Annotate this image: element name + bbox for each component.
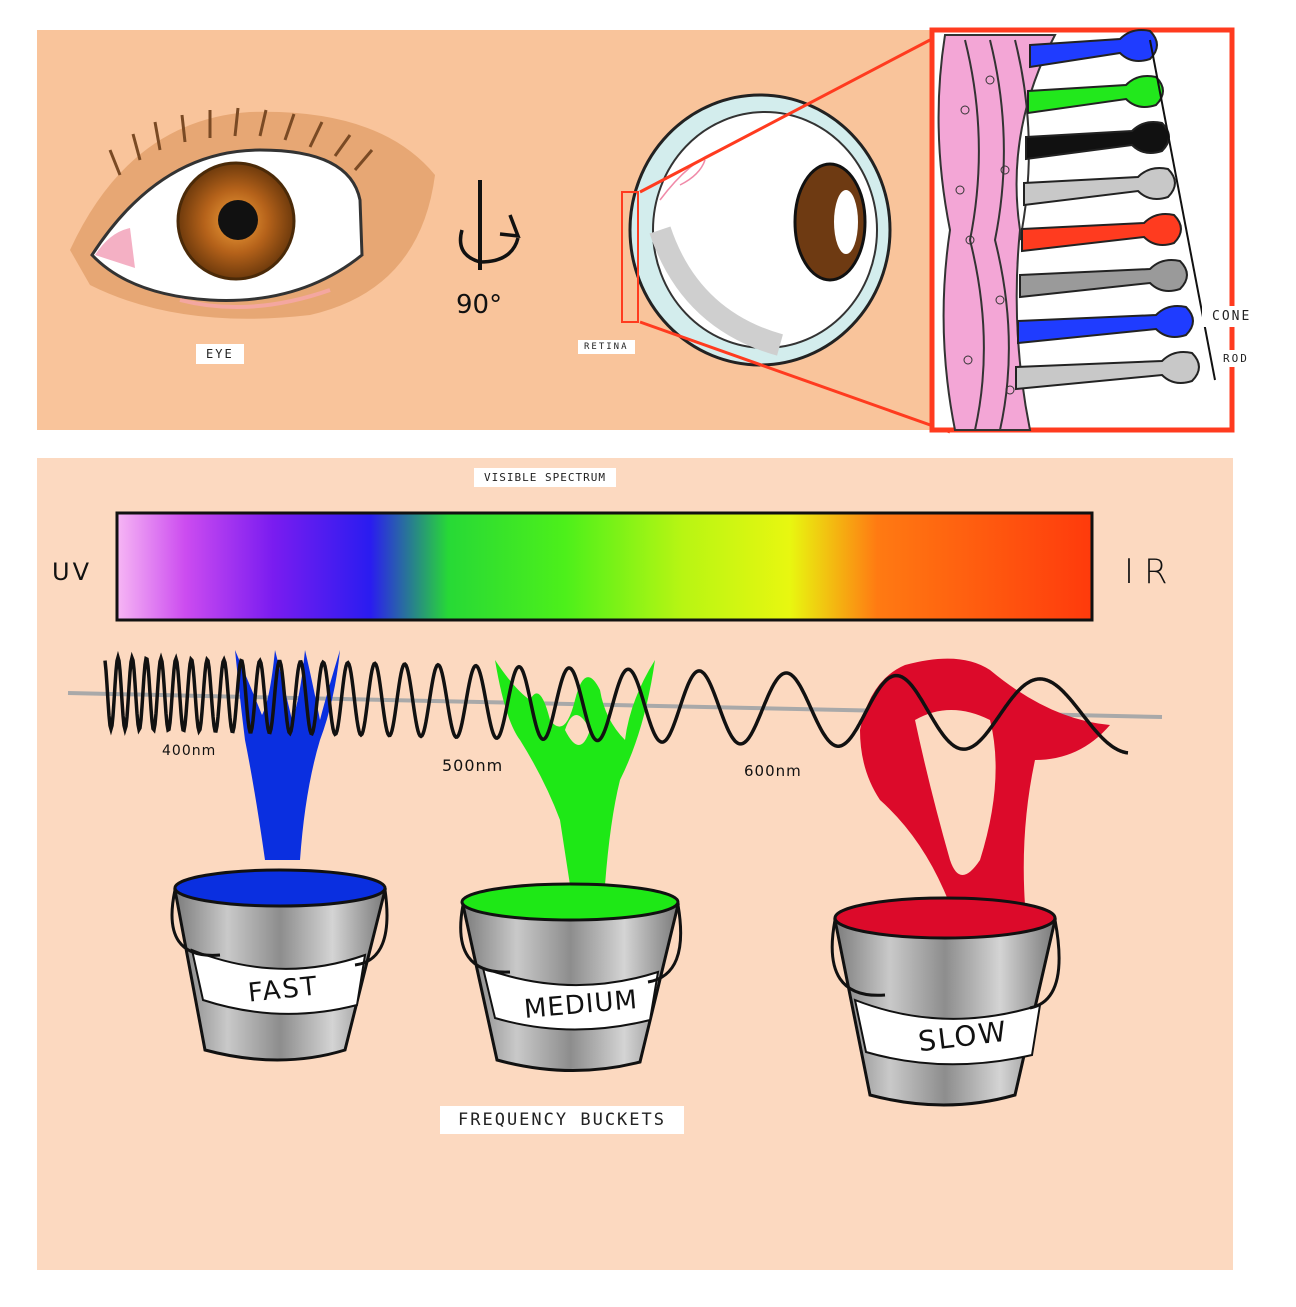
bucket-medium	[459, 882, 683, 1073]
photoreceptor-cell	[1015, 351, 1200, 391]
photoreceptor-cell	[1021, 213, 1182, 253]
ir-label: IR	[1124, 552, 1178, 592]
photoreceptor-cell	[1023, 167, 1176, 207]
eye-label: EYE	[196, 344, 244, 364]
photoreceptor-cell	[1029, 29, 1158, 69]
rod-label: ROD	[1215, 350, 1257, 367]
side-eyeball-illustration	[621, 93, 892, 367]
red-paint-drip	[860, 658, 1110, 905]
wavelength-label-400: 400nm	[162, 743, 217, 759]
blue-paint-drip	[235, 650, 340, 860]
front-eye-illustration	[70, 107, 435, 319]
retina-cell-layer	[937, 34, 1057, 431]
bucket-fast	[170, 868, 389, 1062]
frequency-buckets-label: FREQUENCY BUCKETS	[440, 1106, 684, 1134]
wavelength-label-600: 600nm	[744, 762, 802, 780]
photoreceptor-cell	[1027, 75, 1164, 115]
cone-label: CONE	[1202, 306, 1262, 327]
photoreceptor-cell	[1017, 305, 1194, 345]
photoreceptor-cell	[1019, 259, 1188, 299]
bucket-slow	[830, 896, 1061, 1107]
wavelength-label-500: 500nm	[442, 756, 504, 775]
visible-spectrum-bar	[115, 511, 1094, 622]
photoreceptor-group	[1015, 29, 1200, 391]
spectrum-title: VISIBLE SPECTRUM	[474, 468, 616, 487]
wavelength-wave	[103, 650, 1129, 755]
rotation-label: 90°	[456, 290, 503, 320]
retina-label: RETINA	[578, 340, 635, 354]
uv-label: UV	[52, 558, 92, 586]
rotation-icon	[458, 180, 521, 270]
